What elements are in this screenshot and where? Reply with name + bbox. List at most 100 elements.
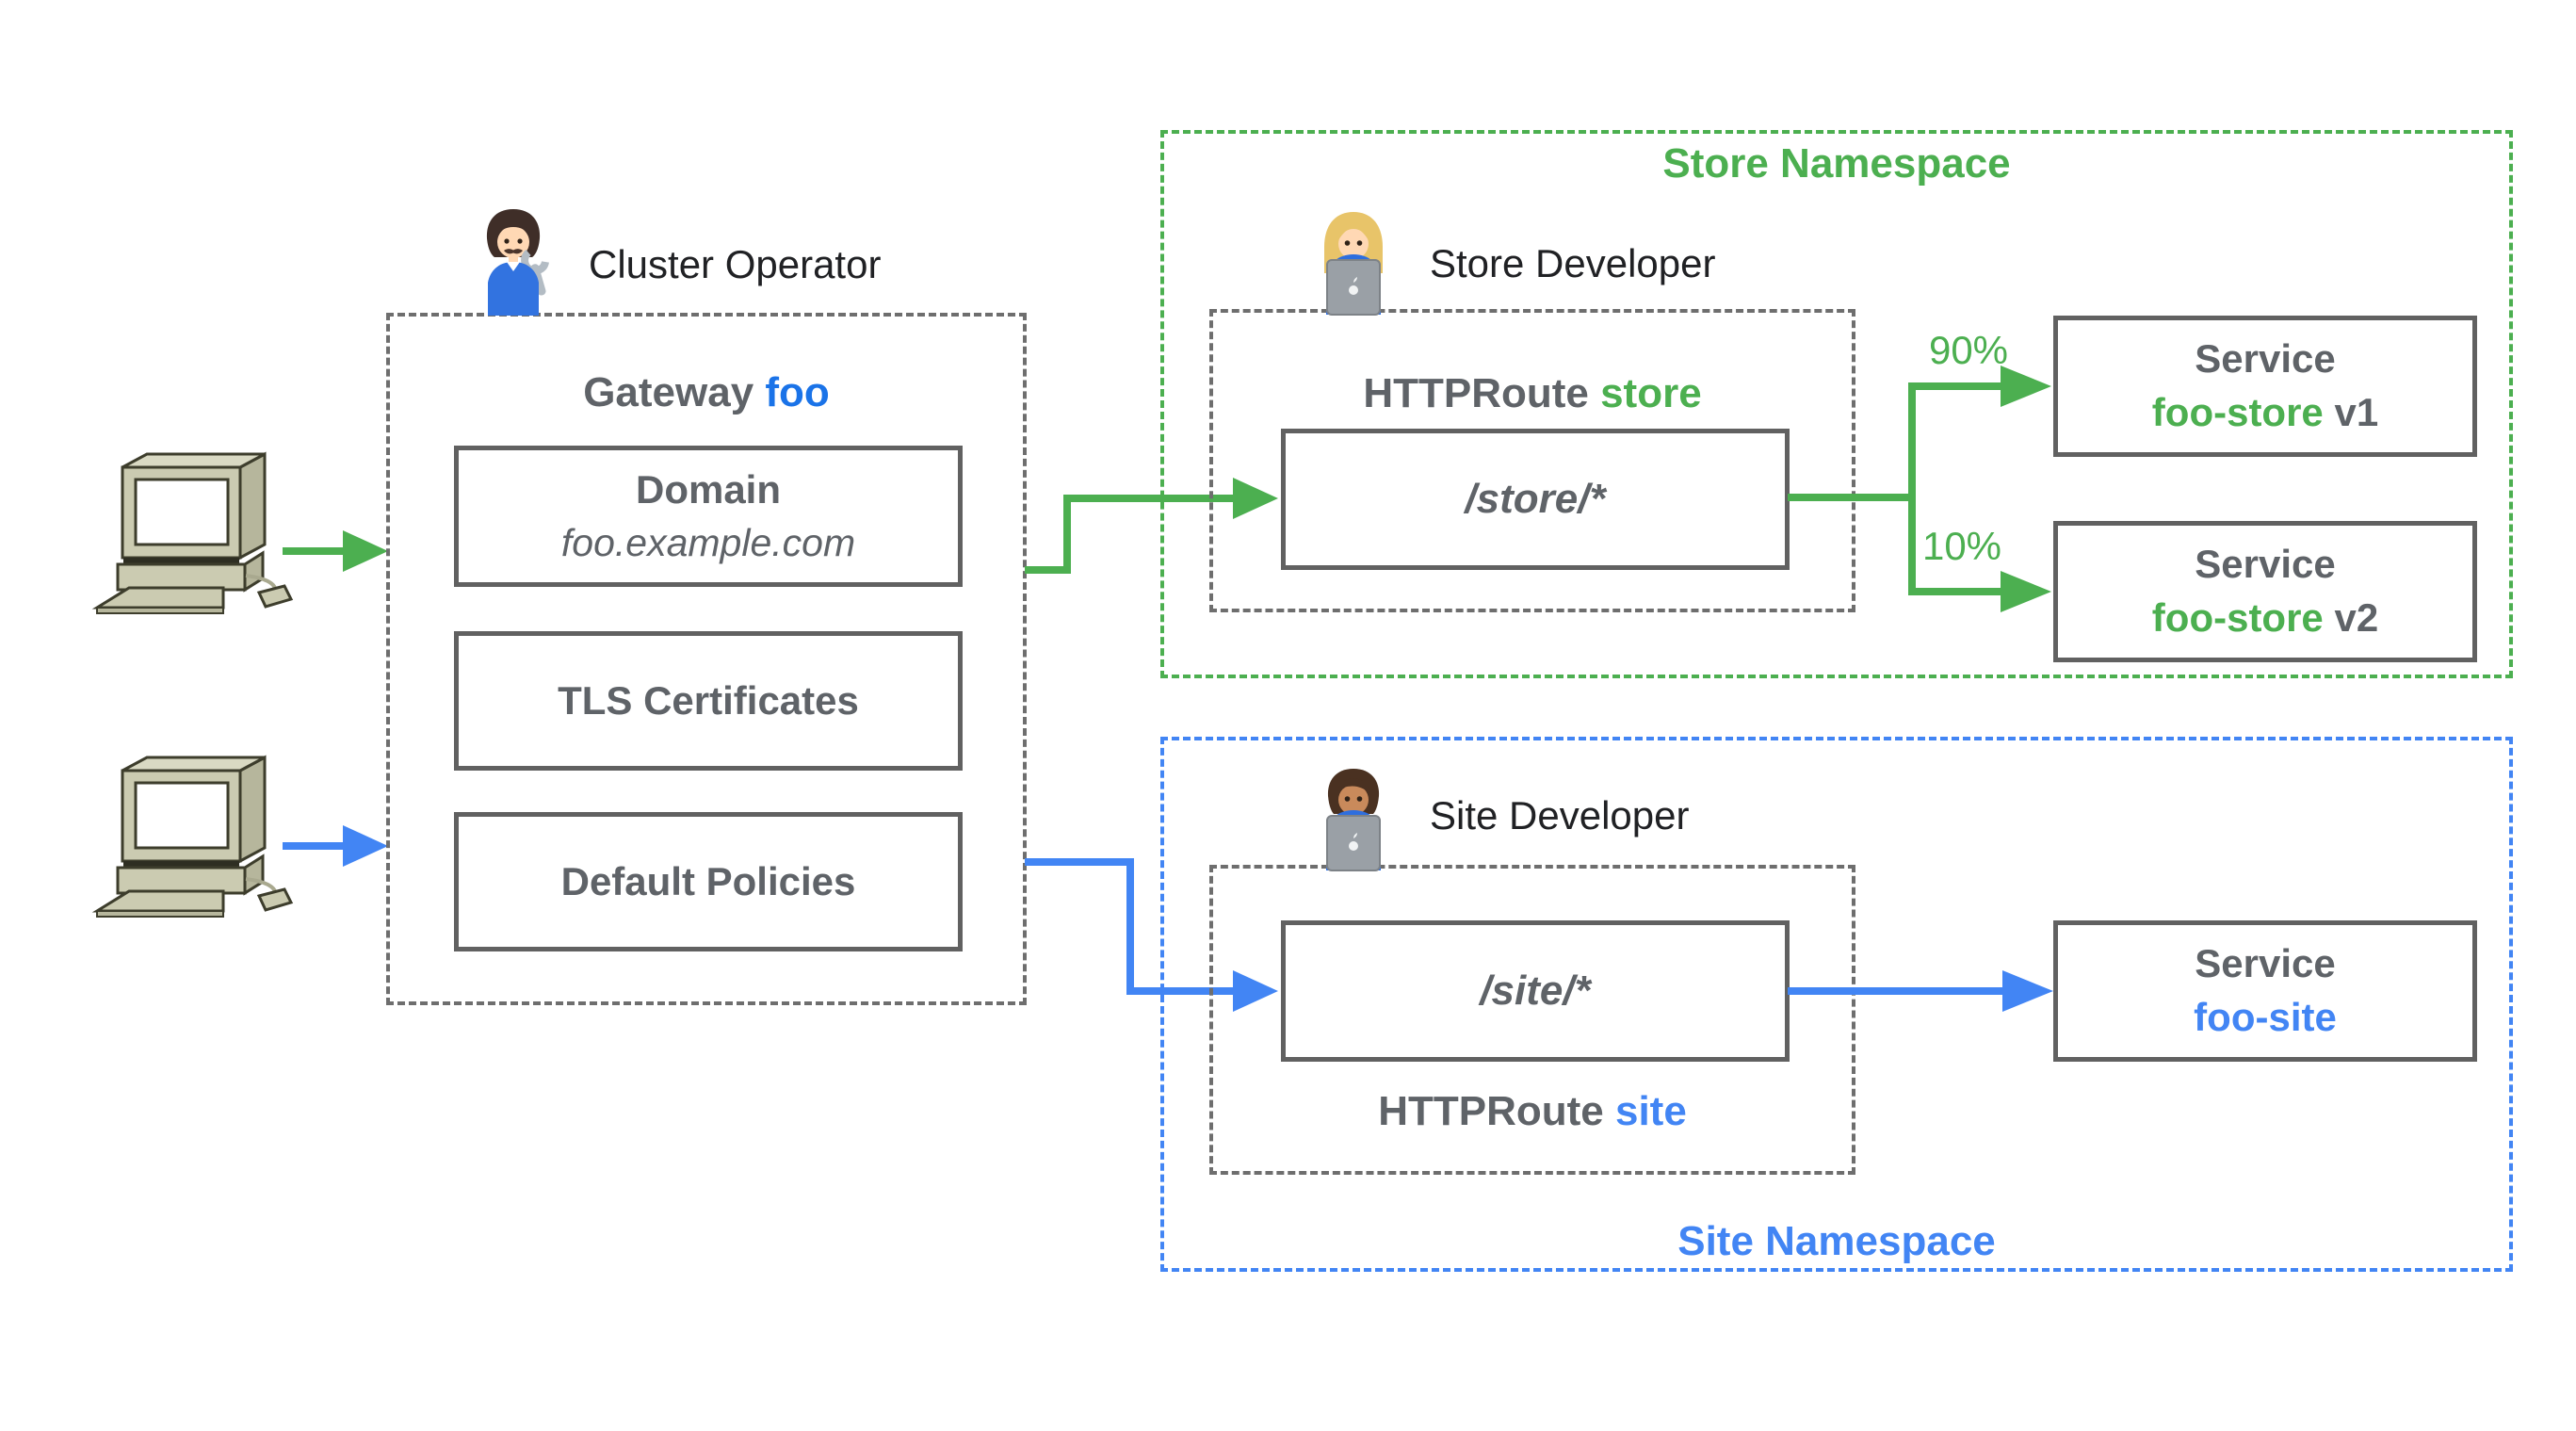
- store-split-v1-arrowhead: [2001, 366, 2051, 407]
- service-kind-label: Service: [2195, 336, 2336, 382]
- tls-certificates-label: TLS Certificates: [558, 677, 859, 723]
- developer-eye: [1344, 240, 1351, 246]
- store-namespace-label: Store Namespace: [1662, 140, 2011, 187]
- cluster-operator-icon: [486, 209, 549, 316]
- service-foo-site-box: Service foo-site: [2053, 920, 2477, 1062]
- store-route-path: /store/*: [1465, 476, 1606, 523]
- operator-body: [488, 262, 539, 316]
- site-service-arrowhead: [2002, 970, 2053, 1012]
- site-service-line: [1788, 987, 2002, 995]
- gateway-site-line-a: [1025, 858, 1134, 866]
- gateway-store-line-a: [1025, 566, 1071, 574]
- keyboard: [91, 586, 225, 610]
- service-name: foo-store: [2151, 595, 2324, 640]
- laptop-logo-leaf: [1353, 833, 1357, 838]
- gateway-site-arrowhead: [1233, 970, 1278, 1012]
- operator-wrench-handle: [530, 264, 546, 296]
- service-foo-store-v2-box: Service foo-store v2: [2053, 521, 2477, 662]
- laptop-logo-leaf: [1353, 277, 1357, 283]
- developer-fringe: [1337, 778, 1370, 794]
- operator-neck: [509, 256, 518, 264]
- gateway-container: [386, 313, 1027, 1005]
- service-name: foo-store: [2151, 390, 2324, 434]
- operator-fringe: [496, 221, 530, 236]
- gateway-site-line-c: [1126, 987, 1233, 995]
- client-computer-icon: [91, 451, 294, 614]
- operator-eye: [517, 238, 523, 244]
- httproute-store-container: [1209, 309, 1855, 612]
- laptop-logo: [1349, 841, 1358, 851]
- service-version: v2: [2323, 595, 2379, 640]
- store-split-feed-line: [1788, 494, 1910, 501]
- monitor-screen: [134, 478, 230, 546]
- store-split-v2-arrowhead: [2001, 571, 2051, 612]
- client-site-traffic-arrowhead: [343, 825, 388, 867]
- client-site-traffic-line: [283, 842, 345, 850]
- store-split-vertical-line: [1908, 382, 1916, 595]
- httproute-store-title-name: store: [1600, 370, 1702, 416]
- operator-collar: [507, 262, 520, 271]
- site-developer-label: Site Developer: [1430, 793, 1690, 837]
- domain-box-title: Domain: [635, 466, 781, 512]
- monitor-top: [122, 756, 266, 772]
- monitor-screen: [134, 781, 230, 850]
- keyboard-front: [96, 910, 224, 918]
- developer-face: [1338, 785, 1369, 815]
- httproute-site-title-name: site: [1614, 1088, 1687, 1134]
- cpu-unit: [116, 562, 247, 592]
- service-version: v1: [2323, 390, 2379, 434]
- weight-90-label: 90%: [1928, 328, 2009, 372]
- service-name-line: foo-store v1: [2152, 386, 2378, 440]
- service-kind-label: Service: [2195, 941, 2336, 986]
- operator-mustache: [504, 249, 523, 254]
- weight-10-label: 10%: [1921, 524, 2002, 568]
- gateway-store-line-c: [1063, 495, 1233, 502]
- client-store-traffic-line: [283, 547, 345, 555]
- cpu-unit: [116, 866, 247, 895]
- gateway-store-line-b: [1063, 495, 1071, 574]
- store-split-v2-line: [1908, 588, 2001, 595]
- developer-fringe: [1338, 222, 1369, 240]
- keyboard: [91, 889, 225, 913]
- store-split-v1-line: [1908, 382, 2001, 390]
- domain-box: Domain foo.example.com: [454, 446, 963, 587]
- httproute-store-title-prefix: HTTPRoute: [1363, 370, 1601, 416]
- monitor-top: [122, 452, 266, 469]
- mouse: [256, 887, 294, 912]
- site-namespace-label: Site Namespace: [1677, 1218, 1996, 1264]
- site-route-path: /site/*: [1480, 968, 1591, 1015]
- service-name: foo-site: [2194, 995, 2337, 1039]
- mouse: [256, 584, 294, 609]
- gateway-title: Gateway foo: [386, 369, 1027, 416]
- httproute-site-title: HTTPRoute site: [1209, 1088, 1855, 1135]
- httproute-store-title: HTTPRoute store: [1209, 370, 1855, 417]
- developer-eye: [1344, 796, 1351, 802]
- cpu-side: [243, 854, 265, 896]
- operator-eye: [504, 238, 510, 244]
- httproute-site-container: [1209, 865, 1855, 1175]
- default-policies-box: Default Policies: [454, 812, 963, 951]
- monitor-side: [238, 451, 267, 561]
- gateway-store-arrowhead: [1233, 478, 1278, 519]
- gateway-site-line-b: [1126, 858, 1134, 995]
- monitor-vent: [123, 558, 239, 564]
- developer-eye: [1356, 796, 1363, 802]
- monitor-side: [238, 755, 267, 864]
- developer-face: [1338, 229, 1369, 259]
- default-policies-label: Default Policies: [560, 858, 856, 903]
- client-computer-icon: [91, 755, 294, 918]
- httproute-site-title-prefix: HTTPRoute: [1378, 1088, 1615, 1134]
- domain-box-value: foo.example.com: [560, 520, 856, 564]
- service-kind-label: Service: [2195, 542, 2336, 587]
- store-route-path-box: /store/*: [1281, 429, 1790, 570]
- monitor-vent: [123, 861, 239, 868]
- gateway-title-name: foo: [765, 369, 830, 415]
- site-namespace-container: [1160, 737, 2513, 1272]
- client-store-traffic-arrowhead: [343, 530, 388, 572]
- site-developer-icon: [1326, 769, 1381, 871]
- store-developer-label: Store Developer: [1430, 241, 1716, 285]
- site-route-path-box: /site/*: [1281, 920, 1790, 1062]
- keyboard-front: [96, 607, 224, 614]
- cpu-side: [243, 550, 265, 593]
